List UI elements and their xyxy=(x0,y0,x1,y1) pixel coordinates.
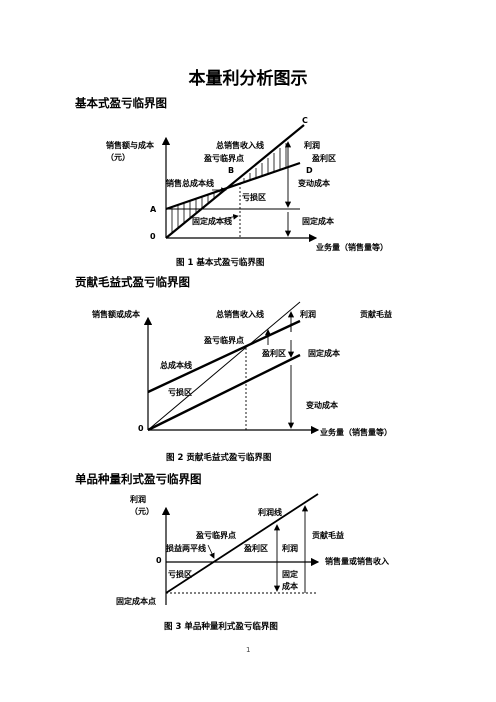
fig1-loss-zone-label: 亏损区 xyxy=(242,193,266,202)
fig3-fixed-label-1: 固定 xyxy=(282,570,298,579)
fig2-bep-label: 盈亏临界点 xyxy=(204,336,244,345)
fig3-diagram xyxy=(161,493,320,605)
fig3-origin: 0 xyxy=(156,556,162,565)
fig1-label-d: D xyxy=(306,166,313,175)
fig1-fixed-cost-line-label: 固定成本线 xyxy=(192,217,232,226)
page-title: 本量利分析图示 xyxy=(188,69,308,89)
fig1-revenue-line xyxy=(165,124,305,239)
fig2-fixed-cost-label: 固定成本 xyxy=(308,349,340,358)
fig3-contribution-label: 贡献毛益 xyxy=(312,531,344,540)
fig2-revenue-line xyxy=(147,301,301,431)
fig1-y-unit: （元） xyxy=(106,153,130,162)
fig2-x-label: 业务量（销售量等） xyxy=(320,428,392,437)
fig3-caption: 图 3 单品种量利式盈亏临界图 xyxy=(164,622,278,632)
fig2-variable-cost-line xyxy=(147,353,301,432)
fig2-total-cost-label: 总成本线 xyxy=(160,361,192,370)
fig3-fixed-label-2: 成本 xyxy=(282,582,298,591)
fig1-y-label: 销售额与成本 xyxy=(106,141,154,150)
fig1-label-b: B xyxy=(228,166,235,175)
fig3-profit-line xyxy=(165,493,319,594)
fig3-y-label: 利润 xyxy=(130,495,146,504)
fig2-revenue-label: 总销售收入线 xyxy=(216,310,264,319)
fig1-loss-hatching xyxy=(171,190,221,233)
fig3-y-unit: （元） xyxy=(130,507,154,516)
fig2-section-heading: 贡献毛益式盈亏临界图 xyxy=(75,275,190,289)
fig2-diagram xyxy=(143,301,320,435)
fig1-bep-label: 盈亏临界点 xyxy=(204,154,244,163)
fig1-x-label: 业务量（销售量等） xyxy=(316,243,388,252)
fig3-loss-zone-label: 亏损区 xyxy=(168,570,192,579)
fig1-diagram xyxy=(161,124,318,243)
fig3-profit-label: 利润 xyxy=(282,544,298,553)
fig2-total-cost-line xyxy=(147,319,301,394)
fig2-caption: 图 2 贡献毛益式盈亏临界图 xyxy=(166,453,272,463)
fig3-section-heading: 单品种量利式盈亏临界图 xyxy=(75,472,202,486)
fig1-label-c: C xyxy=(302,116,308,125)
fig3-x-label: 销售量或销售收入 xyxy=(325,557,389,566)
fig3-bep-label: 盈亏临界点 xyxy=(196,531,236,540)
fig2-loss-zone-label: 亏损区 xyxy=(168,388,192,397)
page-number: 1 xyxy=(246,646,251,654)
fig1-caption: 图 1 基本式盈亏临界图 xyxy=(176,258,265,268)
fig2-profit-label: 利润 xyxy=(300,310,316,319)
fig2-variable-cost-label: 变动成本 xyxy=(306,401,338,410)
fig1-total-cost-label: 销售总成本线 xyxy=(166,179,214,188)
fig3-profit-line-label: 利润线 xyxy=(258,508,282,517)
fig1-variable-cost-label: 变动成本 xyxy=(298,179,330,188)
fig1-profit-zone-label: 盈利区 xyxy=(312,154,336,163)
fig1-revenue-label: 总销售收入线 xyxy=(216,141,264,150)
fig1-profit-label: 利润 xyxy=(304,141,320,150)
fig2-y-label: 销售额或成本 xyxy=(92,310,140,319)
fig1-profit-hatching xyxy=(243,143,287,182)
fig2-profit-zone-label: 盈利区 xyxy=(262,349,286,358)
fig1-origin: 0 xyxy=(150,232,156,241)
fig1-total-cost-line xyxy=(165,161,301,211)
fig3-breakeven-line-label: 损益两平线 xyxy=(166,544,206,553)
fig2-contribution-label: 贡献毛益 xyxy=(360,310,392,319)
fig1-label-a: A xyxy=(150,205,157,214)
fig1-section-heading: 基本式盈亏临界图 xyxy=(75,96,167,110)
fig1-fixed-cost-label: 固定成本 xyxy=(302,217,334,226)
fig2-origin: 0 xyxy=(138,424,144,433)
fig3-fixed-point-label: 固定成本点 xyxy=(116,597,156,606)
fig3-profit-zone-label: 盈利区 xyxy=(244,544,268,553)
